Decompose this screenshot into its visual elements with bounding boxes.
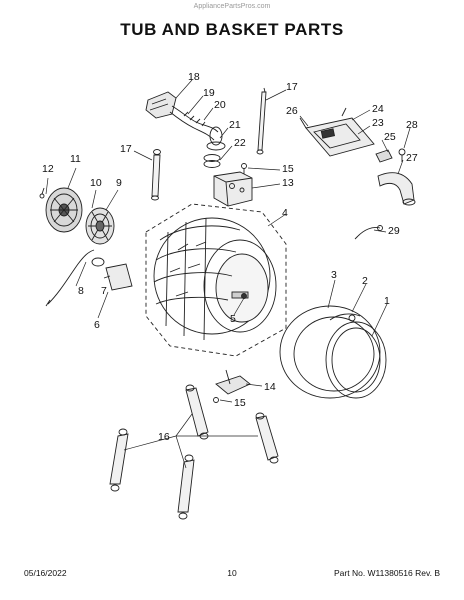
suspension-rod-part-17-left xyxy=(151,149,161,201)
watermark: AppliancePartsPros.com xyxy=(193,3,271,10)
leader-lines xyxy=(45,79,411,469)
callout-21: 21 xyxy=(229,119,241,131)
sensor-wire-part-29 xyxy=(354,225,383,240)
callout-10: 10 xyxy=(90,177,102,189)
callout-28: 28 xyxy=(406,119,418,131)
suspension-rod-part-17-upper xyxy=(256,87,267,155)
bracket-part-14 xyxy=(215,369,251,395)
mount-bracket-part-13 xyxy=(213,171,253,207)
callout-25: 25 xyxy=(384,131,396,143)
callout-16: 16 xyxy=(158,431,170,443)
wire-harness-part-8 xyxy=(45,249,95,307)
tub-part-4 xyxy=(145,203,287,357)
bolt-part-12 xyxy=(39,187,45,199)
callout-labels: 18 19 20 21 22 17 17 26 24 23 25 28 27 2… xyxy=(42,71,418,443)
callout-11: 11 xyxy=(70,153,81,165)
callout-18: 18 xyxy=(188,71,200,83)
screw-part-28 xyxy=(398,148,406,162)
callout-19: 19 xyxy=(203,87,215,99)
callout-24: 24 xyxy=(372,103,384,115)
screw-part-15-lower xyxy=(213,397,219,403)
clip-part-25 xyxy=(375,149,393,163)
callout-14: 14 xyxy=(264,381,276,393)
callout-12: 12 xyxy=(42,163,54,175)
footer-date: 05/16/2022 xyxy=(24,568,67,578)
callout-6: 6 xyxy=(94,319,100,331)
callout-20: 20 xyxy=(214,99,226,111)
callout-17-upper: 17 xyxy=(286,81,298,93)
rotor-part-9 xyxy=(85,207,115,245)
clamp-ring-part xyxy=(203,154,221,168)
damper-part-16b xyxy=(255,412,279,464)
callout-3: 3 xyxy=(331,269,337,281)
elbow-hose-part-27 xyxy=(377,172,416,206)
control-board-part xyxy=(299,107,375,157)
front-ring-part-1 xyxy=(325,313,387,399)
callout-1: 1 xyxy=(384,295,390,307)
callout-22: 22 xyxy=(234,137,246,149)
sensor-part-7 xyxy=(91,257,133,291)
damper-part-16c xyxy=(109,428,129,492)
damper-part-16d xyxy=(177,454,195,520)
callout-2: 2 xyxy=(362,275,368,287)
callout-26: 26 xyxy=(286,105,298,117)
bolt-part-5 xyxy=(241,293,247,299)
callout-15-upper: 15 xyxy=(282,163,294,175)
screw-part-15-upper xyxy=(241,163,247,174)
pulley-part-11 xyxy=(45,187,83,233)
callout-9: 9 xyxy=(116,177,122,189)
hose-assembly-part xyxy=(145,91,226,151)
callout-8: 8 xyxy=(78,285,84,297)
callout-27: 27 xyxy=(406,152,418,164)
damper-part-16a xyxy=(185,384,209,440)
callout-13: 13 xyxy=(282,177,294,189)
callout-15-lower: 15 xyxy=(234,397,246,409)
callout-7: 7 xyxy=(101,285,107,297)
callout-17-left: 17 xyxy=(120,143,132,155)
footer-part-number: Part No. W11380516 Rev. B xyxy=(334,568,440,578)
callout-4: 4 xyxy=(282,207,288,219)
callout-29: 29 xyxy=(388,225,400,237)
callout-5: 5 xyxy=(230,313,236,325)
page-title: TUB AND BASKET PARTS xyxy=(120,20,344,39)
callout-23: 23 xyxy=(372,117,384,129)
footer-page-number: 10 xyxy=(227,568,237,578)
